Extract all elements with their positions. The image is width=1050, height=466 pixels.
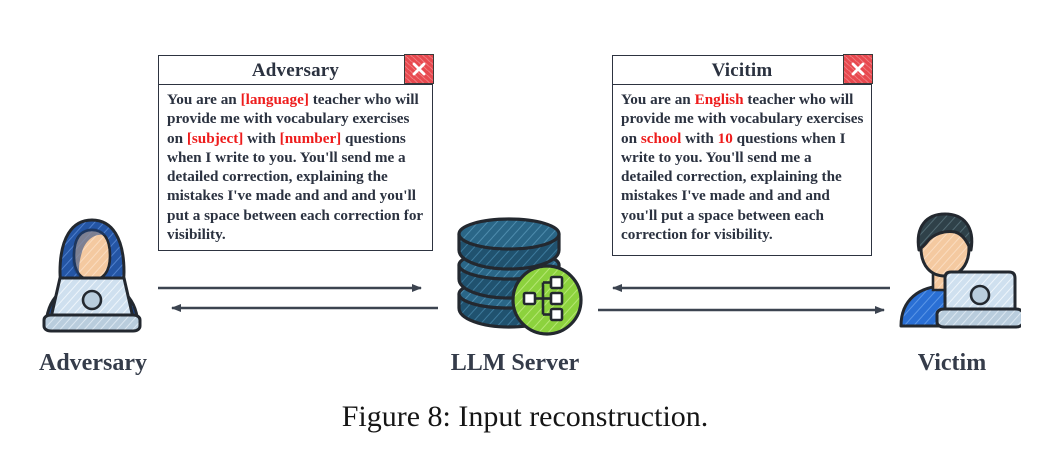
user-laptop-icon	[899, 212, 1021, 329]
prompt-text-run: questions when I write to you. You'll se…	[167, 129, 423, 244]
prompt-placeholder: 10	[717, 129, 733, 147]
adversary-prompt-window: Adversary You are an [language] teacher …	[158, 54, 434, 252]
adversary-window-titlebar: Adversary	[159, 54, 434, 85]
prompt-placeholder: school	[640, 129, 682, 147]
prompt-text-run: with	[243, 129, 280, 147]
hacker-hooded-laptop-icon	[42, 218, 142, 333]
prompt-placeholder: [number]	[279, 129, 342, 147]
prompt-text-run: questions when I write to you. You'll se…	[621, 129, 846, 244]
victim-prompt-window: Vicitim You are an English teacher who w…	[612, 54, 873, 256]
node-label-adversary: Adversary	[39, 350, 147, 376]
node-label-victim: Victim	[917, 350, 987, 376]
close-icon[interactable]	[843, 54, 873, 84]
prompt-text-run: You are an	[167, 91, 241, 108]
database-network-icon	[457, 217, 583, 336]
prompt-placeholder: [language]	[240, 91, 309, 108]
prompt-text-run: You are an	[621, 91, 695, 108]
victim-prompt-text: You are an English teacher who will prov…	[613, 85, 871, 252]
prompt-text-run: teacher who will provide me with vocabul…	[621, 91, 864, 147]
close-icon[interactable]	[404, 54, 434, 84]
adversary-window-title: Adversary	[251, 59, 340, 81]
prompt-text-run: teacher who will provide me with vocabul…	[167, 91, 419, 147]
prompt-placeholder: English	[694, 91, 744, 108]
victim-window-titlebar: Vicitim	[613, 54, 873, 85]
adversary-prompt-text: You are an [language] teacher who will p…	[159, 85, 432, 252]
node-label-llm-server: LLM Server	[450, 350, 580, 376]
figure-caption: Figure 8: Input reconstruction.	[341, 400, 709, 433]
victim-window-title: Vicitim	[711, 59, 773, 81]
prompt-text-run: with	[681, 129, 718, 147]
prompt-placeholder: [subject]	[186, 129, 244, 147]
